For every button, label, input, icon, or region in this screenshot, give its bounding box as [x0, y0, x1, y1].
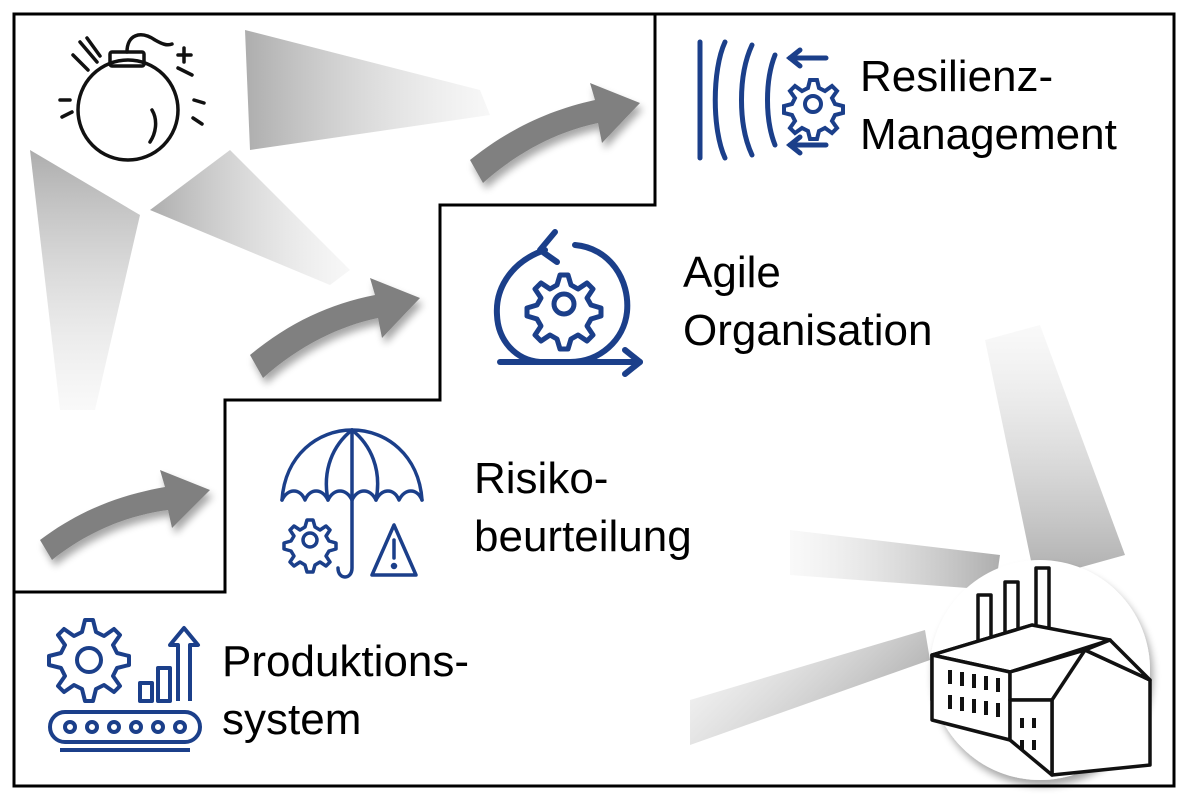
- curved-arrow-icon: [470, 83, 640, 183]
- gear-conveyor-chart-icon: [47, 618, 202, 752]
- transition-arrows: [40, 83, 640, 560]
- factory-beams: [690, 325, 1125, 745]
- label-line: Organisation: [683, 306, 933, 355]
- gear-cycle-arrows-icon: [493, 229, 643, 377]
- label-line: Agile: [683, 248, 781, 297]
- label-line: Produktions-: [222, 637, 470, 686]
- threat-beams: [30, 30, 490, 410]
- beam: [245, 30, 490, 150]
- staircase-line: [14, 14, 657, 594]
- beam: [790, 530, 1000, 590]
- label-line: Resilienz-: [860, 52, 1054, 101]
- label-line: beurteilung: [474, 512, 692, 561]
- beam: [985, 325, 1125, 580]
- gear-shield-waves-icon: [697, 39, 845, 161]
- label-resilienz-management: Resilienz- Management: [860, 48, 1117, 164]
- beam: [690, 630, 930, 745]
- umbrella-gear-warning-icon: [280, 428, 424, 579]
- label-produktionssystem: Produktions- system: [222, 633, 469, 749]
- label-line: system: [222, 695, 362, 744]
- label-risikobeurteilung: Risiko- beurteilung: [474, 450, 692, 566]
- label-agile-organisation: Agile Organisation: [683, 244, 932, 360]
- bomb-icon: [58, 33, 206, 162]
- curved-arrow-icon: [40, 470, 210, 560]
- label-line: Risiko-: [474, 454, 609, 503]
- curved-arrow-icon: [250, 278, 420, 378]
- beam: [150, 150, 350, 285]
- label-line: Management: [860, 110, 1117, 159]
- factory-icon: [930, 560, 1152, 780]
- beam: [30, 150, 140, 410]
